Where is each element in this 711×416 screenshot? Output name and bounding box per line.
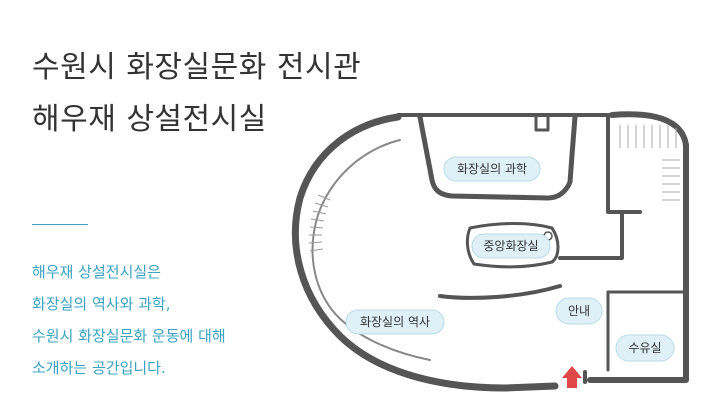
room-label-central[interactable]: 중앙화장실 [471, 233, 551, 259]
central-toilet [465, 222, 560, 269]
left-stairs [308, 194, 331, 252]
right-room-vertical [558, 210, 624, 260]
room-label-nursing[interactable]: 수유실 [615, 334, 675, 362]
room-label-info-text: 안내 [568, 304, 590, 318]
science-room-wall [417, 114, 578, 201]
room-label-history-text: 화장실의 역사 [360, 315, 430, 329]
entrance-arrow-icon [562, 366, 582, 388]
description-line-1: 해우재 상설전시실은 [32, 263, 161, 281]
pillar-top [534, 115, 550, 132]
description-line-2: 화장실의 역사와 과학, [32, 295, 171, 313]
outer-arc-wall [291, 113, 559, 392]
room-label-central-text: 중앙화장실 [483, 239, 538, 253]
room-label-info[interactable]: 안내 [555, 297, 603, 325]
right-wall [587, 207, 689, 383]
inner-right-wall [606, 115, 642, 214]
room-label-history[interactable]: 화장실의 역사 [345, 309, 445, 335]
inner-arc-wall [311, 139, 431, 361]
right-stairs [619, 125, 680, 201]
room-label-nursing-text: 수유실 [628, 341, 661, 355]
outer-walls [291, 111, 689, 392]
history-divider-wall [438, 284, 562, 300]
room-label-science-text: 화장실의 과학 [457, 162, 527, 176]
interior-walls [417, 114, 688, 372]
description-line-3: 수원시 화장실문화 운동에 대해 [32, 327, 226, 345]
description: 해우재 상설전시실은 화장실의 역사와 과학, 수원시 화장실문화 운동에 대해… [32, 256, 226, 384]
page-title-line1: 수원시 화장실문화 전시관 [32, 50, 362, 85]
accent-divider [32, 224, 88, 225]
page-title-line2: 해우재 상설전시실 [32, 102, 267, 137]
top-right-curve [609, 111, 689, 213]
room-label-science[interactable]: 화장실의 과학 [443, 156, 541, 182]
description-line-4: 소개하는 공간입니다. [32, 359, 166, 377]
